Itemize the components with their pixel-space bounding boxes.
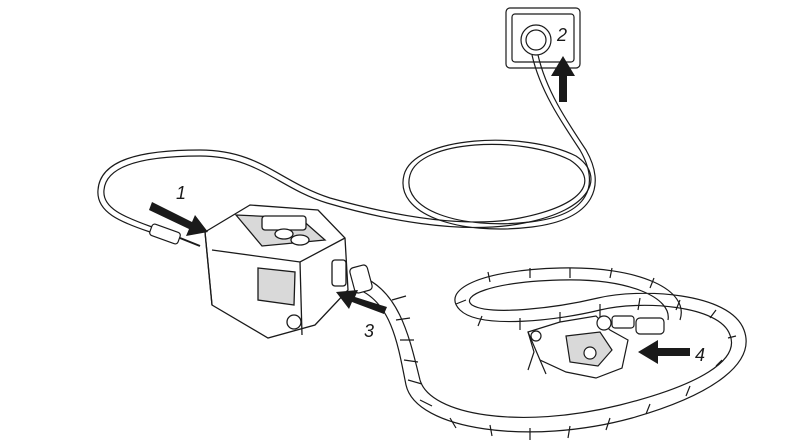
wall-outlet [505,7,581,69]
mask [527,315,635,379]
arrow-up-icon [551,56,575,102]
step-label-3: 3 [364,321,375,341]
cpap-device [204,204,349,339]
step-label-2: 2 [557,25,568,45]
step-label-1: 1 [176,183,187,203]
air-tubing [349,264,747,440]
arrow-right-down-icon [149,202,208,236]
power-cord [97,54,596,247]
arrow-left-icon [638,340,690,364]
arrow-left-up-icon [336,290,387,314]
step-label-4: 4 [695,345,706,365]
